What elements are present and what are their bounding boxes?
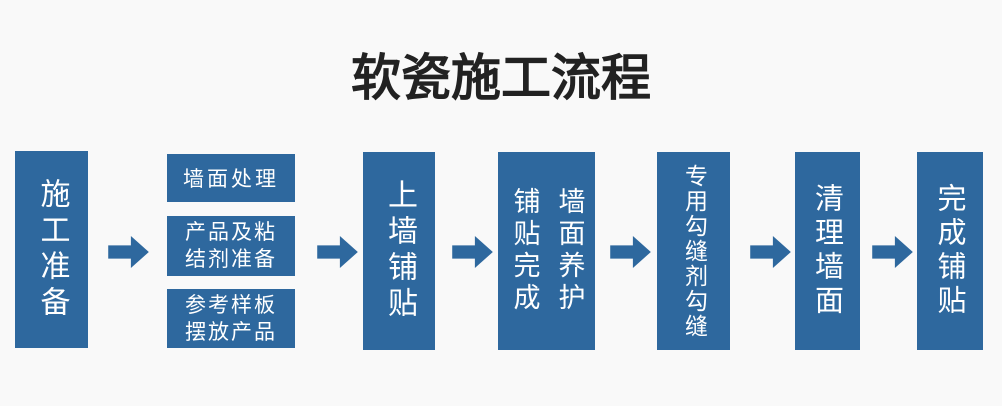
flow-step-label: 施工准备 bbox=[34, 177, 70, 322]
flow-step-label: 参考样板 摆放产品 bbox=[185, 292, 277, 344]
flow-step-label: 清理墙面 bbox=[810, 183, 845, 319]
flow-step-wall-tiling: 上墙铺贴 bbox=[363, 152, 435, 350]
right-arrow-icon bbox=[872, 235, 914, 269]
page-title: 软瓷施工流程 bbox=[351, 49, 651, 107]
right-arrow-icon bbox=[452, 235, 494, 269]
flow-step-tiling-complete-curing: 铺贴完成 墙面养护 bbox=[498, 152, 595, 350]
flow-step-clean-wall: 清理墙面 bbox=[795, 152, 860, 350]
flow-step-label: 上墙铺贴 bbox=[382, 179, 417, 323]
flow-substep-product-adhesive-prep: 产品及粘 结剂准备 bbox=[167, 216, 295, 276]
flow-column-wall-curing: 墙面养护 bbox=[553, 187, 585, 315]
right-arrow-icon bbox=[317, 235, 359, 269]
flow-step-columns: 铺贴完成 墙面养护 bbox=[502, 187, 592, 315]
right-arrow-icon bbox=[610, 235, 652, 269]
flow-step-label: 墙面处理 bbox=[183, 167, 279, 191]
flow-step-label: 完成铺贴 bbox=[933, 183, 967, 319]
flow-step-construction-prep: 施工准备 bbox=[15, 151, 88, 348]
flow-step-grouting: 专用勾缝剂勾缝 bbox=[657, 152, 730, 350]
flow-step-label: 专用勾缝剂勾缝 bbox=[680, 163, 707, 339]
flow-step-tiling-finished: 完成铺贴 bbox=[917, 152, 983, 350]
flow-substep-wall-treatment: 墙面处理 bbox=[167, 154, 295, 202]
right-arrow-icon bbox=[108, 235, 150, 269]
flow-substep-sample-layout: 参考样板 摆放产品 bbox=[167, 289, 295, 348]
flow-column-tiling-complete: 铺贴完成 bbox=[508, 187, 540, 315]
right-arrow-icon bbox=[750, 235, 792, 269]
flow-step-label: 产品及粘 结剂准备 bbox=[185, 220, 277, 271]
